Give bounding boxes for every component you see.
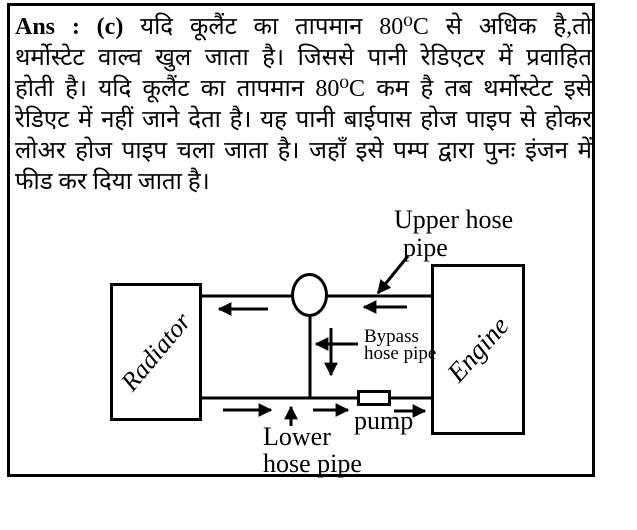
answer-text-line: फीड कर दिया जाता है।: [15, 169, 210, 195]
answer-text-line: Ans : (c) यदि कूलैंट का तापमान 80⁰C से अ…: [15, 12, 592, 43]
lower-hose-pipe-label-line2: hose pipe: [263, 449, 362, 478]
cooling-system-diagram: Radiator Engine Upper hose pipe Bypass h…: [10, 6, 637, 530]
answer-line1-text: यदि कूलैंट का तापमान 80⁰C से अधिक है,तो: [140, 14, 593, 40]
answer-text-line: लोअर होज पाइप चला जाता है। जहाँ इसे पम्प…: [15, 138, 592, 164]
pump-box: [357, 390, 391, 406]
engine-box: Engine: [431, 264, 525, 435]
upper-hose-pointer-arrow-icon: [376, 255, 410, 295]
radiator-box: Radiator: [110, 283, 202, 421]
bypass-hose-pipe-label-line2: hose pipe: [364, 343, 437, 364]
answer-text-line: थर्मोस्टेट वाल्व खुल जाता है। जिससे पानी…: [15, 45, 592, 71]
answer-text-line: होती है। यदि कूलैंट का तापमान 80⁰C कम है…: [15, 76, 592, 102]
engine-label: Engine: [440, 310, 515, 388]
thermostat-valve-circle: [291, 273, 328, 317]
answer-text-line: रेडिएट में नहीं जाने देता है। यह पानी बा…: [15, 107, 592, 133]
answer-text-block: Ans : (c) यदि कूलैंट का तापमान 80⁰C से अ…: [15, 12, 592, 198]
answer-frame-border: Ans : (c) यदि कूलैंट का तापमान 80⁰C से अ…: [7, 3, 595, 477]
bypass-hose-pipe-label: Bypass: [364, 326, 419, 347]
radiator-label: Radiator: [114, 306, 197, 397]
lower-hose-pipe-label: Lower: [263, 422, 331, 451]
answer-option-label: Ans : (c): [15, 14, 124, 40]
upper-hose-pipe-label: Upper hose: [394, 205, 514, 234]
upper-hose-pipe-label-line2: pipe: [403, 233, 448, 262]
pump-label: pump: [354, 406, 414, 435]
